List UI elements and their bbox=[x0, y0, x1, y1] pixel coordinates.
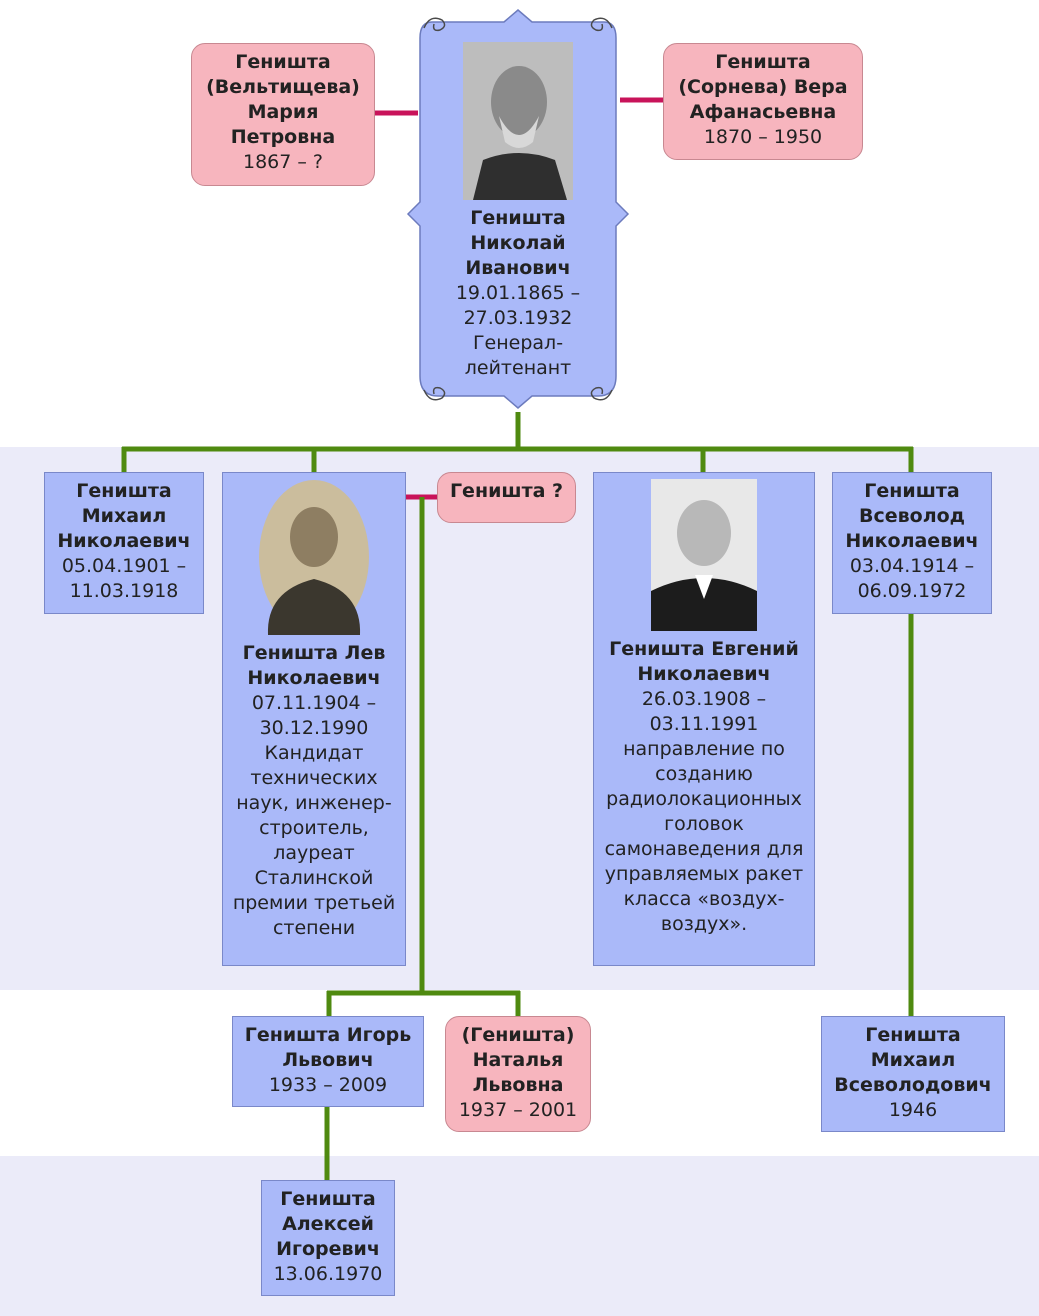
portrait-photo-root bbox=[463, 42, 573, 200]
person-name: Геништа Евгений Николаевич bbox=[609, 638, 799, 685]
person-note: Кандидат технических наук, инженер-строи… bbox=[232, 742, 396, 939]
person-card-root: Геништа Николай Иванович 19.01.1865 – 27… bbox=[420, 38, 616, 385]
person-name: (Геништа) Наталья Львовна bbox=[461, 1024, 575, 1096]
person-dates: 1933 – 2009 bbox=[268, 1074, 388, 1096]
person-card-aleksei: Геништа Алексей Игоревич 13.06.1970 bbox=[261, 1180, 395, 1296]
portrait-photo-lev bbox=[259, 480, 369, 635]
person-name: Геништа ? bbox=[449, 480, 564, 502]
person-name: Геништа Николай Иванович bbox=[465, 207, 571, 279]
person-card-lev: Геништа Лев Николаевич 07.11.1904 – 30.1… bbox=[222, 472, 406, 966]
person-dates: 19.01.1865 – 27.03.1932 bbox=[455, 282, 581, 329]
person-card-natalia: (Геништа) Наталья Львовна 1937 – 2001 bbox=[445, 1016, 591, 1132]
person-dates: 26.03.1908 – 03.11.1991 bbox=[641, 688, 767, 735]
person-card-evgeny: Геништа Евгений Николаевич 26.03.1908 – … bbox=[593, 472, 815, 966]
person-card-vsevolod: Геништа Всеволод Николаевич 03.04.1914 –… bbox=[832, 472, 992, 614]
person-note: Генерал-лейтенант bbox=[464, 332, 572, 379]
person-name: Геништа Всеволод Николаевич bbox=[845, 480, 979, 552]
person-dates: 13.06.1970 bbox=[273, 1263, 383, 1285]
person-dates: 1946 bbox=[888, 1099, 938, 1121]
person-name: Геништа (Вельтищева) Мария Петровна bbox=[206, 51, 360, 148]
person-dates: 1937 – 2001 bbox=[458, 1099, 578, 1121]
person-dates: 1870 – 1950 bbox=[703, 126, 823, 148]
person-name: Геништа Михаил Всеволодович bbox=[834, 1024, 992, 1096]
person-note: направление по созданию радиолокационных… bbox=[604, 738, 804, 935]
person-dates: 05.04.1901 – 11.03.1918 bbox=[61, 555, 187, 602]
person-name: Геништа Алексей Игоревич bbox=[276, 1188, 380, 1260]
portrait-photo-evgeny bbox=[651, 479, 757, 631]
person-name: Геништа Лев Николаевич bbox=[242, 642, 386, 689]
person-name: Геништа (Сорнева) Вера Афанасьевна bbox=[678, 51, 848, 123]
person-card-mikhail-nikolaevich: Геништа Михаил Николаевич 05.04.1901 – 1… bbox=[44, 472, 204, 614]
person-dates: 03.04.1914 – 06.09.1972 bbox=[849, 555, 975, 602]
person-card-maria: Геништа (Вельтищева) Мария Петровна 1867… bbox=[191, 43, 375, 186]
person-name: Геништа Игорь Львович bbox=[244, 1024, 412, 1071]
generation-band-great-grandchildren bbox=[0, 1156, 1039, 1316]
person-card-mikhail-vsevolodovich: Геништа Михаил Всеволодович 1946 bbox=[821, 1016, 1005, 1132]
person-card-vera: Геништа (Сорнева) Вера Афанасьевна 1870 … bbox=[663, 43, 863, 160]
person-card-igor: Геништа Игорь Львович 1933 – 2009 bbox=[232, 1016, 424, 1107]
person-dates: 1867 – ? bbox=[242, 151, 324, 173]
person-dates: 07.11.1904 – 30.12.1990 bbox=[251, 692, 377, 739]
person-name: Геништа Михаил Николаевич bbox=[57, 480, 191, 552]
person-card-lev-spouse: Геништа ? bbox=[437, 472, 576, 523]
